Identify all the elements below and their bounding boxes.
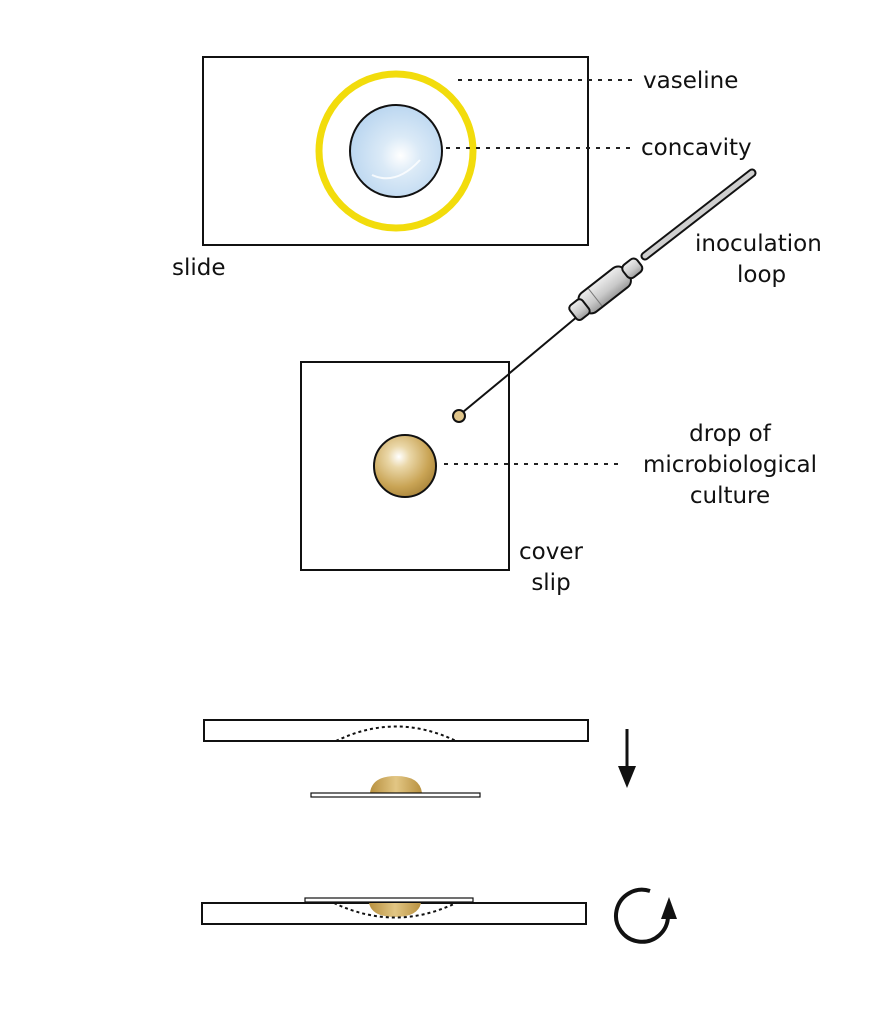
drop-side-view: [370, 776, 422, 793]
slide-side-view: [203, 719, 589, 742]
inoculation-label-line2: loop: [737, 262, 786, 288]
concavity-label: concavity: [641, 135, 752, 161]
concavity-side-outline: [335, 725, 457, 742]
cover-slip-side-view: [310, 792, 481, 798]
concavity-well: [349, 104, 443, 198]
cover-slip-label-line1: cover: [519, 539, 583, 565]
culture-drop: [373, 434, 437, 498]
inoculation-loop: [452, 168, 757, 423]
vaseline-label: vaseline: [643, 68, 738, 94]
hanging-drop-side-view: [369, 903, 421, 917]
drop-label-line3: culture: [690, 483, 770, 509]
concavity-highlight: [371, 159, 421, 180]
down-arrow-icon: [618, 729, 636, 788]
cover-slip-label-line2: slip: [531, 570, 570, 596]
cover-slip-on-slide: [304, 897, 474, 903]
concavity-side-outline-inverted: [333, 902, 457, 919]
vaseline-ring: [315, 70, 477, 232]
side-view-step-1: [203, 719, 589, 798]
loop-handle: [568, 257, 644, 322]
side-view-step-2: [201, 897, 587, 925]
cover-slip-top-view: [300, 361, 510, 571]
inoculation-label-line1: inoculation: [695, 231, 822, 257]
slide-top-view: [202, 56, 589, 246]
loop-rod: [642, 170, 755, 259]
slide-label: slide: [172, 255, 226, 281]
drop-label-line1: drop of: [689, 421, 772, 447]
rotate-clockwise-icon: [614, 887, 677, 944]
drop-label-line2: microbiological: [643, 452, 817, 478]
